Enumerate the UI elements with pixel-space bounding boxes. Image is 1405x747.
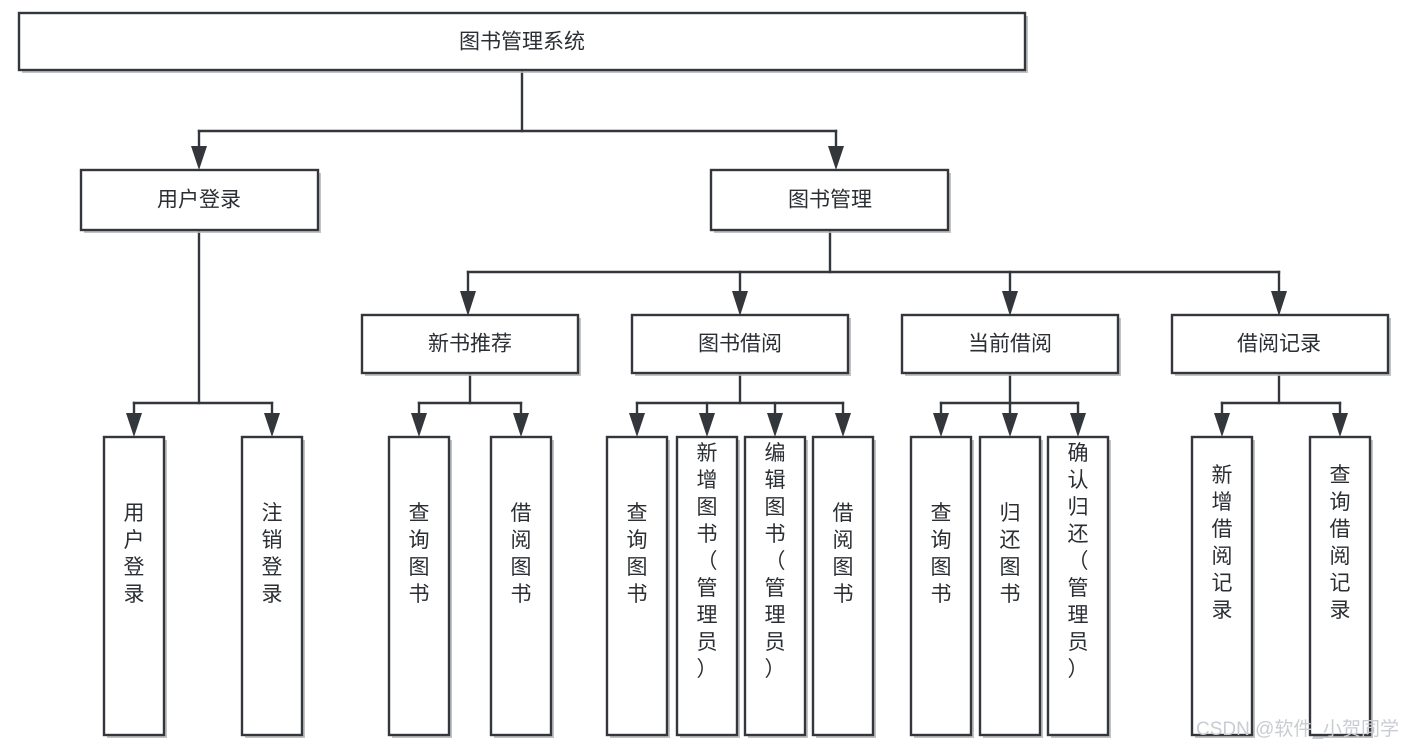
leaf-confirm-return-admin-label: 确认归还（管理员） — [1068, 442, 1089, 681]
node-book-management[interactable]: 图书管理 — [709, 168, 951, 233]
leaf-query-book-borrow[interactable]: 查询图书 — [605, 435, 670, 738]
arrowhead-leaf-borrow-book — [835, 413, 851, 437]
node-borrow-record[interactable]: 借阅记录 — [1170, 313, 1391, 376]
leaf-query-book-borrow-label: 查询图书 — [627, 502, 648, 606]
arrowhead-current-borrow — [1002, 291, 1018, 316]
arrowhead-book-borrow — [732, 291, 748, 316]
node-book-management-label: 图书管理 — [788, 189, 872, 212]
leaf-add-book-admin[interactable]: 新增图书（管理员） — [675, 435, 740, 738]
leaf-user-login-box — [102, 435, 166, 737]
leaf-add-borrow-record[interactable]: 新增借阅记录 — [1190, 435, 1255, 738]
leaf-edit-book-admin-box — [743, 435, 807, 737]
node-root-system[interactable]: 图书管理系统 — [17, 11, 1028, 73]
csdn-watermark: CSDN @软件_小贺同学 — [1196, 718, 1399, 740]
node-book-borrow-label: 图书借阅 — [698, 333, 782, 356]
arrowhead-leaf-confirm-return-admin — [1070, 413, 1086, 437]
leaf-query-book-current-label: 查询图书 — [931, 502, 952, 606]
leaf-add-borrow-record-label: 新增借阅记录 — [1212, 464, 1233, 622]
leaf-borrow-book-recommend-label: 借阅图书 — [511, 502, 532, 606]
leaf-add-book-admin-label: 新增图书（管理员） — [697, 442, 718, 681]
leaf-borrow-book-box — [811, 435, 875, 737]
leaf-return-book-box — [978, 435, 1042, 737]
node-borrow-record-label: 借阅记录 — [1237, 333, 1321, 356]
node-borrow-record-box — [1170, 313, 1390, 375]
node-book-borrow-box — [630, 313, 850, 375]
leaf-query-borrow-record[interactable]: 查询借阅记录 — [1308, 435, 1373, 738]
node-new-book-recommend[interactable]: 新书推荐 — [360, 313, 581, 376]
leaf-return-book-label: 归还图书 — [1000, 502, 1021, 606]
leaf-confirm-return-admin-box — [1046, 435, 1110, 737]
node-root-box — [17, 11, 1027, 72]
arrowhead-leaf-logout — [264, 413, 280, 437]
leaf-query-book-current-box — [909, 435, 973, 737]
node-user-login-box — [79, 168, 320, 232]
leaf-borrow-book[interactable]: 借阅图书 — [811, 435, 876, 738]
leaf-add-book-admin-box — [675, 435, 739, 737]
leaf-logout[interactable]: 注销登录 — [240, 435, 305, 738]
leaf-query-book-current[interactable]: 查询图书 — [909, 435, 974, 738]
leaf-user-login-label: 用户登录 — [124, 502, 145, 606]
arrowhead-book-management — [828, 146, 844, 170]
arrowhead-leaf-query-book-recommend — [411, 413, 427, 437]
arrowhead-new-book-recommend — [460, 291, 476, 316]
arrowhead-leaf-query-borrow-record — [1332, 413, 1348, 437]
leaf-borrow-book-recommend-box — [489, 435, 553, 737]
node-book-borrow[interactable]: 图书借阅 — [630, 313, 851, 376]
leaf-query-borrow-record-box — [1308, 435, 1372, 737]
arrowhead-leaf-query-book-current — [933, 413, 949, 437]
leaf-edit-book-admin[interactable]: 编辑图书（管理员） — [743, 435, 808, 738]
connector-layer — [126, 68, 1348, 437]
arrowhead-user-login — [191, 146, 207, 170]
leaf-add-borrow-record-box — [1190, 435, 1254, 737]
arrowhead-leaf-edit-book-admin — [767, 413, 783, 437]
leaf-query-book-borrow-box — [605, 435, 669, 737]
node-book-management-box — [709, 168, 950, 232]
arrowhead-leaf-return-book — [1002, 413, 1018, 437]
leaf-user-login[interactable]: 用户登录 — [102, 435, 167, 738]
leaf-query-borrow-record-label: 查询借阅记录 — [1330, 464, 1351, 622]
leaf-logout-box — [240, 435, 304, 737]
node-user-login-label: 用户登录 — [157, 189, 241, 212]
node-root-label: 图书管理系统 — [459, 31, 585, 54]
leaf-query-book-recommend-label: 查询图书 — [409, 502, 430, 606]
node-new-book-recommend-box — [360, 313, 580, 375]
node-current-borrow-box — [900, 313, 1120, 375]
arrowhead-leaf-add-borrow-record — [1214, 413, 1230, 437]
arrowhead-leaf-query-book-borrow — [629, 413, 645, 437]
leaf-return-book[interactable]: 归还图书 — [978, 435, 1043, 738]
arrowhead-leaf-borrow-book-recommend — [513, 413, 529, 437]
leaf-query-book-recommend[interactable]: 查询图书 — [387, 435, 452, 738]
leaf-borrow-book-label: 借阅图书 — [833, 502, 854, 606]
arrowhead-borrow-record — [1271, 291, 1287, 316]
node-current-borrow-label: 当前借阅 — [968, 333, 1052, 356]
node-current-borrow[interactable]: 当前借阅 — [900, 313, 1121, 376]
node-new-book-recommend-label: 新书推荐 — [428, 333, 512, 356]
leaf-borrow-book-recommend[interactable]: 借阅图书 — [489, 435, 554, 738]
node-user-login[interactable]: 用户登录 — [79, 168, 321, 233]
arrowhead-leaf-add-book-admin — [699, 413, 715, 437]
leaf-logout-label: 注销登录 — [262, 502, 283, 606]
leaf-query-book-recommend-box — [387, 435, 451, 737]
leaf-confirm-return-admin[interactable]: 确认归还（管理员） — [1046, 435, 1111, 738]
arrowhead-leaf-user-login — [126, 413, 142, 437]
leaf-edit-book-admin-label: 编辑图书（管理员） — [765, 442, 786, 681]
